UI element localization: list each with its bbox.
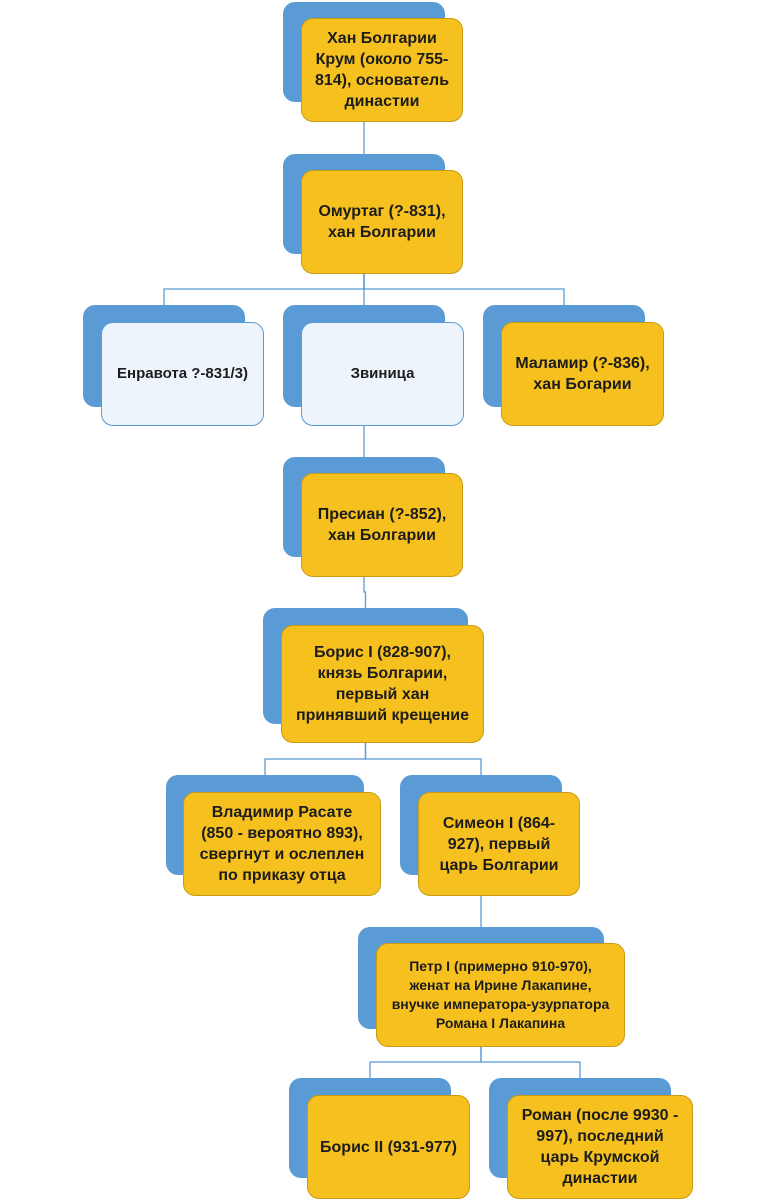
node-petr: Петр I (примерно 910-970), женат на Ирин… [376, 943, 625, 1047]
edge-presian-boris1 [363, 577, 367, 608]
node-zvinitsa: Звиница [301, 322, 464, 426]
node-roman: Роман (после 9930 - 997), последний царь… [507, 1095, 693, 1199]
node-label: Роман (после 9930 - 997), последний царь… [521, 1107, 679, 1187]
node-label: Борис I (828-907), князь Болгарии, первы… [295, 644, 470, 724]
node-boris1: Борис I (828-907), князь Болгарии, первы… [281, 625, 484, 743]
edge-boris1-simeon [364, 743, 482, 775]
node-label: Хан Болгарии Крум (около 755-814), основ… [314, 30, 450, 110]
node-krum: Хан Болгарии Крум (около 755-814), основ… [301, 18, 463, 122]
node-label: Омуртаг (?-831), хан Болгарии [318, 203, 446, 241]
node-presian: Пресиан (?-852), хан Болгарии [301, 473, 463, 577]
node-label: Енравота ?-831/3) [117, 365, 248, 382]
node-label: Петр I (примерно 910-970), женат на Ирин… [391, 958, 610, 1031]
node-label: Звиница [350, 365, 415, 382]
node-boris2: Борис II (931-977) [307, 1095, 470, 1199]
node-label: Владимир Расате (850 - вероятно 893), св… [199, 804, 365, 884]
node-malamir: Маламир (?-836), хан Богарии [501, 322, 664, 426]
edge-petr-roman [480, 1047, 581, 1078]
node-label: Борис II (931-977) [320, 1138, 457, 1156]
node-label: Маламир (?-836), хан Богарии [515, 355, 650, 393]
node-simeon: Симеон I (864-927), первый царь Болгарии [418, 792, 580, 896]
node-label: Симеон I (864-927), первый царь Болгарии [439, 814, 559, 874]
node-enravota: Енравота ?-831/3) [101, 322, 264, 426]
edge-omurtag-malamir [363, 274, 565, 305]
node-vladimir: Владимир Расате (850 - вероятно 893), св… [183, 792, 381, 896]
node-omurtag: Омуртаг (?-831), хан Болгарии [301, 170, 463, 274]
node-label: Пресиан (?-852), хан Болгарии [317, 506, 447, 544]
